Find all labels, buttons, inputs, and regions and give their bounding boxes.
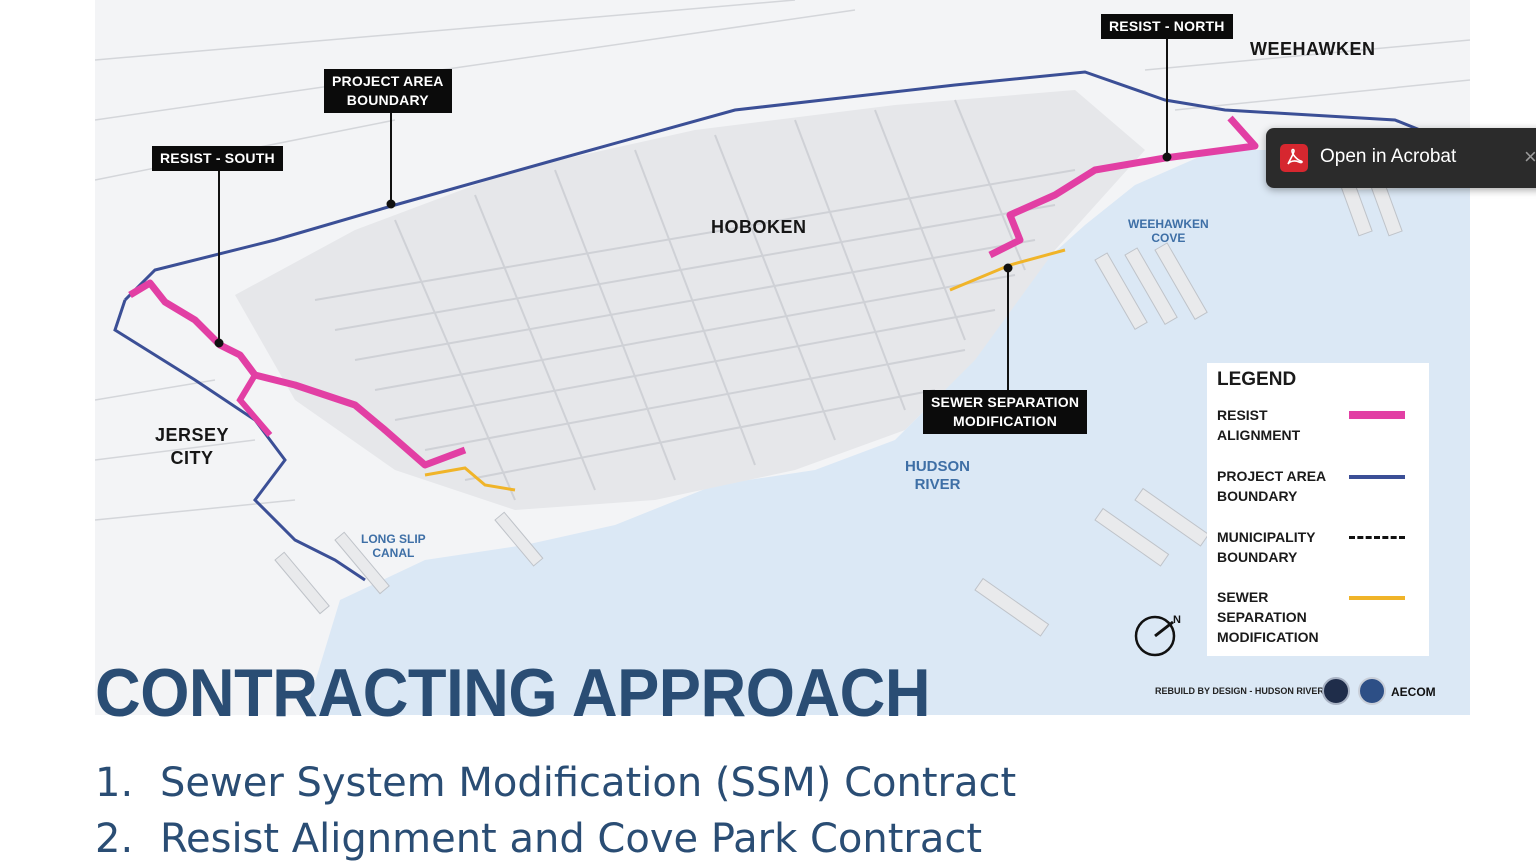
project-map: RESIST - NORTH PROJECT AREA BOUNDARY RES… (95, 0, 1470, 715)
legend-label: PROJECT AREA BOUNDARY (1217, 468, 1327, 504)
north-arrow-icon: N (1134, 614, 1181, 657)
resist-alignment-south (128, 279, 467, 469)
legend-item-project-boundary: PROJECT AREA BOUNDARY (1217, 466, 1427, 506)
sewer-swatch (1349, 596, 1405, 600)
map-legend: LEGEND RESIST ALIGNMENT PROJECT AREA BOU… (1207, 363, 1429, 656)
weehawken-cove-label: WEEHAWKEN COVE (1128, 217, 1209, 245)
open-in-acrobat-popup[interactable]: Open in Acrobat × (1266, 128, 1536, 188)
resist-alignment-south-spur (236, 373, 273, 437)
list-item-text: Sewer System Modification (SSM) Contract (160, 760, 1017, 806)
project-area-boundary-south (113, 299, 366, 582)
compass-n-label: N (1173, 614, 1181, 626)
legend-label: SEWER SEPARATION MODIFICATION (1217, 589, 1319, 645)
legend-label: MUNICIPALITY BOUNDARY (1217, 529, 1316, 565)
resist-alignment-north (988, 115, 1259, 259)
resist-north-callout: RESIST - NORTH (1101, 14, 1233, 39)
jersey-city-label: JERSEY CITY (155, 425, 230, 468)
project-area-boundary-line (123, 70, 1421, 302)
weehawken-label: WEEHAWKEN (1250, 39, 1376, 59)
long-slip-canal-label: LONG SLIP CANAL (361, 532, 426, 560)
state-seal-icon (1358, 677, 1386, 705)
list-item: 2. Resist Alignment and Cove Park Contra… (95, 811, 1016, 867)
hoboken-seal-icon (1322, 677, 1350, 705)
list-item: 1. Sewer System Modification (SSM) Contr… (95, 755, 1016, 811)
sewer-separation-callout: SEWER SEPARATION MODIFICATION (923, 390, 1088, 434)
list-item-number: 1. (95, 760, 134, 806)
legend-title: LEGEND (1217, 369, 1297, 390)
project-area-boundary-callout: PROJECT AREA BOUNDARY (324, 69, 452, 113)
contract-list: 1. Sewer System Modification (SSM) Contr… (95, 755, 1016, 867)
hudson-river-label: HUDSON RIVER (905, 458, 971, 493)
credit-text: REBUILD BY DESIGN - HUDSON RIVER (1155, 686, 1324, 696)
list-item-number: 2. (95, 816, 134, 862)
slide-heading: CONTRACTING APPROACH (95, 655, 931, 731)
legend-item-resist: RESIST ALIGNMENT (1217, 405, 1427, 445)
sewer-separation-line-south (424, 466, 516, 492)
street-grid (314, 99, 1076, 501)
municipality-swatch (1349, 536, 1405, 539)
piers (274, 164, 1403, 637)
legend-label: RESIST ALIGNMENT (1217, 407, 1301, 443)
map-graphic (95, 0, 1470, 715)
resist-south-callout: RESIST - SOUTH (152, 146, 283, 171)
list-item-text: Resist Alignment and Cove Park Contract (160, 816, 983, 862)
resist-swatch (1349, 411, 1405, 419)
close-icon[interactable]: × (1524, 144, 1536, 169)
open-in-acrobat-button[interactable]: Open in Acrobat (1320, 146, 1457, 167)
hoboken-label: HOBOKEN (711, 217, 807, 237)
acrobat-pdf-icon (1280, 144, 1308, 172)
legend-item-municipality: MUNICIPALITY BOUNDARY (1217, 527, 1427, 567)
legend-item-sewer: SEWER SEPARATION MODIFICATION (1217, 587, 1427, 647)
callout-pointers (214, 38, 1172, 390)
project-boundary-swatch (1349, 475, 1405, 479)
aecom-logo: AECOM (1391, 685, 1436, 699)
